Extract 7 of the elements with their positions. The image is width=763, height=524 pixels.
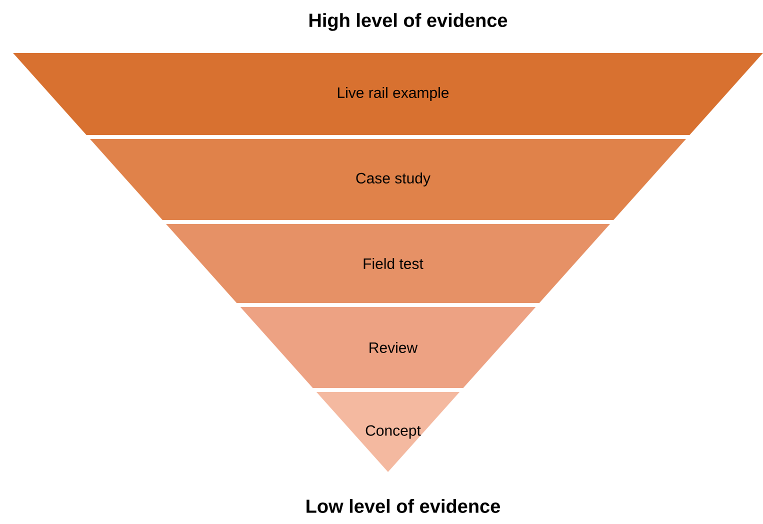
pyramid-band: Field test [166, 224, 610, 303]
pyramid-band: Live rail example [13, 53, 763, 135]
pyramid-band: Review [240, 307, 536, 388]
pyramid-band: Concept [316, 392, 460, 472]
pyramid-band: Case study [90, 139, 686, 220]
axis-label: Low level of evidence [306, 499, 500, 513]
title: High level of evidence [310, 13, 508, 31]
